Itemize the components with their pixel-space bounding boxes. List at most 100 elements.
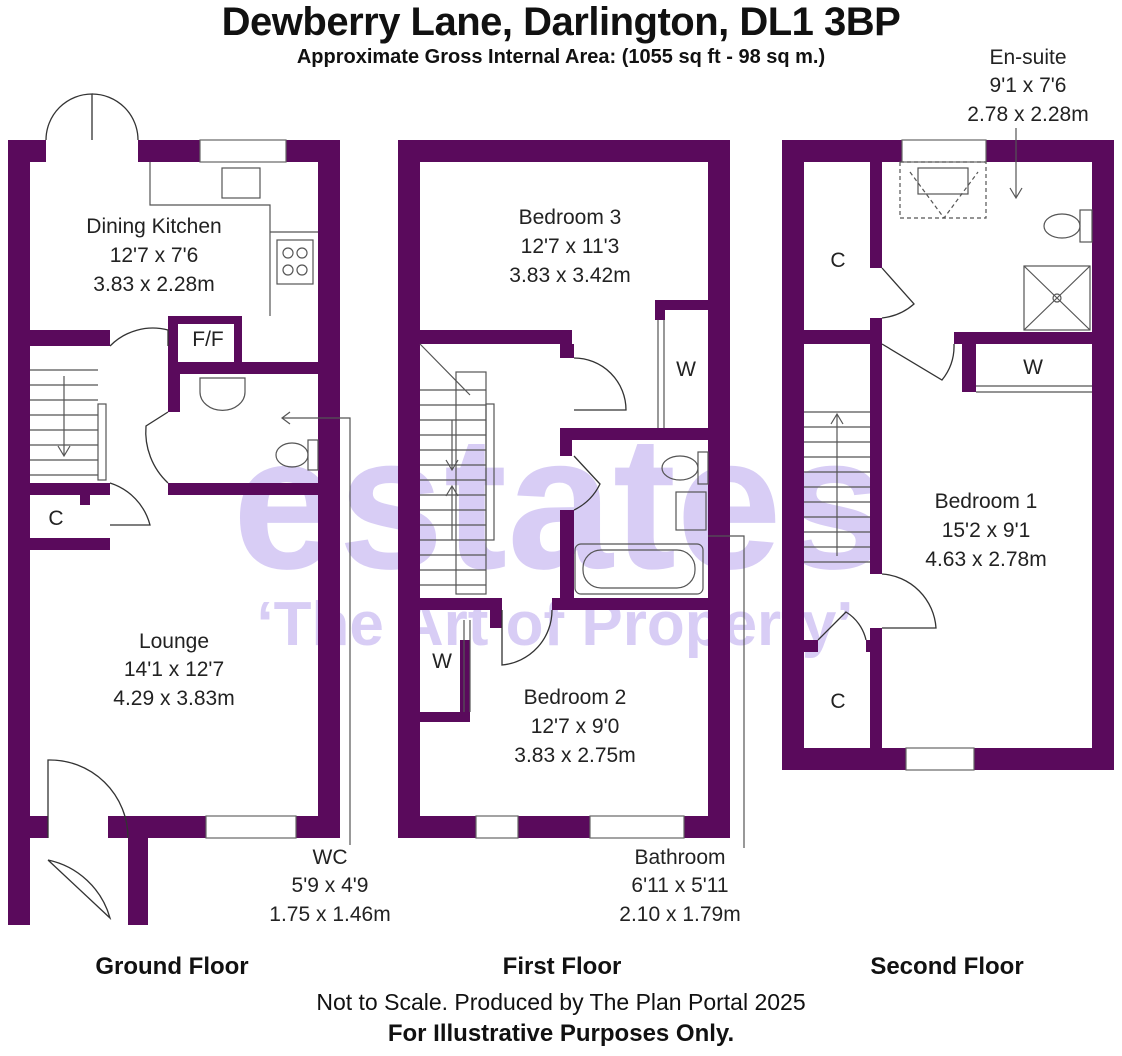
bedroom3-door: [573, 357, 627, 411]
wall: [30, 330, 110, 346]
disclaimer: For Illustrative Purposes Only.: [387, 1020, 735, 1047]
staircase: [804, 411, 870, 563]
staircase: [30, 369, 107, 481]
patio-door-right: [91, 93, 139, 141]
hob-icon: [276, 239, 314, 285]
room-imperial: 6'11 x 5'11: [631, 874, 728, 897]
wall: [560, 344, 574, 358]
wall: [962, 332, 976, 392]
room-name: Bedroom 1: [935, 490, 1038, 513]
wall: [560, 428, 708, 440]
first-floor-plan: Bedroom 3 12'7 x 11'3 3.83 x 3.42m W W B…: [398, 140, 745, 926]
cupboard-door: [817, 611, 867, 641]
wall: [108, 816, 206, 838]
wall: [1092, 140, 1114, 770]
wall: [30, 483, 110, 495]
wall: [234, 316, 242, 372]
scale-note: Not to Scale. Produced by The Plan Porta…: [316, 989, 806, 1015]
room-metric: 3.83 x 3.42m: [509, 264, 630, 287]
room-metric: 2.10 x 1.79m: [619, 903, 740, 926]
wall: [420, 712, 470, 722]
basin-icon: [199, 377, 246, 412]
wall: [560, 510, 574, 608]
room-imperial: 12'7 x 7'6: [110, 244, 199, 267]
toilet-icon: [1043, 213, 1081, 239]
ensuite-door: [881, 343, 955, 381]
wall: [655, 300, 708, 310]
wall: [8, 816, 48, 838]
wall: [684, 816, 730, 838]
window: [475, 815, 519, 839]
room-metric: 3.83 x 2.28m: [93, 273, 214, 296]
vanity-area: [899, 161, 987, 219]
room-name: WC: [313, 846, 348, 869]
second-floor-plan: En-suite 9'1 x 7'6 2.78 x 2.28m C W Bedr…: [782, 46, 1114, 771]
room-name: C: [48, 507, 63, 530]
wall: [8, 140, 30, 925]
wall: [655, 300, 665, 320]
room-metric: 3.83 x 2.75m: [514, 744, 635, 767]
ensuite-pointer: [1009, 128, 1023, 200]
sink-icon: [221, 167, 261, 199]
window: [589, 815, 685, 839]
wc-door: [145, 411, 169, 484]
page-subtitle: Approximate Gross Internal Area: (1055 s…: [296, 46, 826, 68]
wall: [954, 332, 1092, 344]
wall: [986, 140, 1114, 162]
wall: [804, 640, 818, 652]
wall: [708, 140, 730, 838]
wall: [420, 598, 490, 610]
window: [905, 747, 975, 771]
bathroom-pointer: [708, 535, 745, 848]
room-imperial: 5'9 x 4'9: [292, 874, 369, 897]
wall: [804, 330, 878, 344]
wall: [782, 748, 906, 770]
wall: [870, 628, 882, 770]
floor-label-second: Second Floor: [870, 953, 1024, 980]
wall: [168, 316, 178, 372]
page-title: Dewberry Lane, Darlington, DL1 3BP: [221, 0, 901, 44]
bath-icon: [574, 543, 704, 595]
room-name: C: [830, 249, 845, 272]
wall: [128, 816, 148, 925]
room-metric: 1.75 x 1.46m: [269, 903, 390, 926]
bedroom2-door: [501, 609, 553, 666]
wall: [782, 140, 902, 162]
wall: [296, 816, 340, 838]
room-imperial: 12'7 x 11'3: [521, 235, 620, 258]
wall: [420, 330, 572, 344]
room-name: Dining Kitchen: [86, 215, 221, 238]
bathroom-door: [573, 455, 601, 511]
room-name: C: [830, 690, 845, 713]
wall: [782, 140, 804, 770]
wall: [30, 538, 110, 550]
wall: [178, 316, 234, 324]
kitchen-door: [109, 327, 169, 347]
wall: [460, 640, 470, 722]
wall: [398, 140, 730, 162]
cupboard-door: [881, 267, 915, 319]
wall: [870, 162, 882, 268]
patio-door-left: [45, 93, 93, 141]
room-name: W: [432, 650, 452, 673]
wall: [974, 748, 1114, 770]
staircase: [419, 343, 495, 595]
room-name: Bedroom 3: [519, 206, 622, 229]
bedroom1-door: [881, 573, 937, 629]
ground-floor-plan: Dining Kitchen 12'7 x 7'6 3.83 x 2.28m F…: [8, 93, 391, 926]
shower-icon: [1023, 265, 1091, 331]
basin-icon: [675, 491, 707, 531]
room-imperial: 15'2 x 9'1: [942, 519, 1031, 542]
wardrobe-door: [463, 620, 471, 712]
room-metric: 4.29 x 3.83m: [113, 687, 234, 710]
room-imperial: 12'7 x 9'0: [531, 715, 620, 738]
wall: [168, 362, 180, 412]
kitchen-worktop: [149, 162, 318, 316]
porch-door: [47, 859, 112, 921]
wall: [398, 816, 476, 838]
wall: [870, 344, 882, 574]
wardrobe-door: [976, 385, 1092, 393]
basin-icon: [917, 167, 969, 195]
room-imperial: 14'1 x 12'7: [124, 658, 224, 681]
